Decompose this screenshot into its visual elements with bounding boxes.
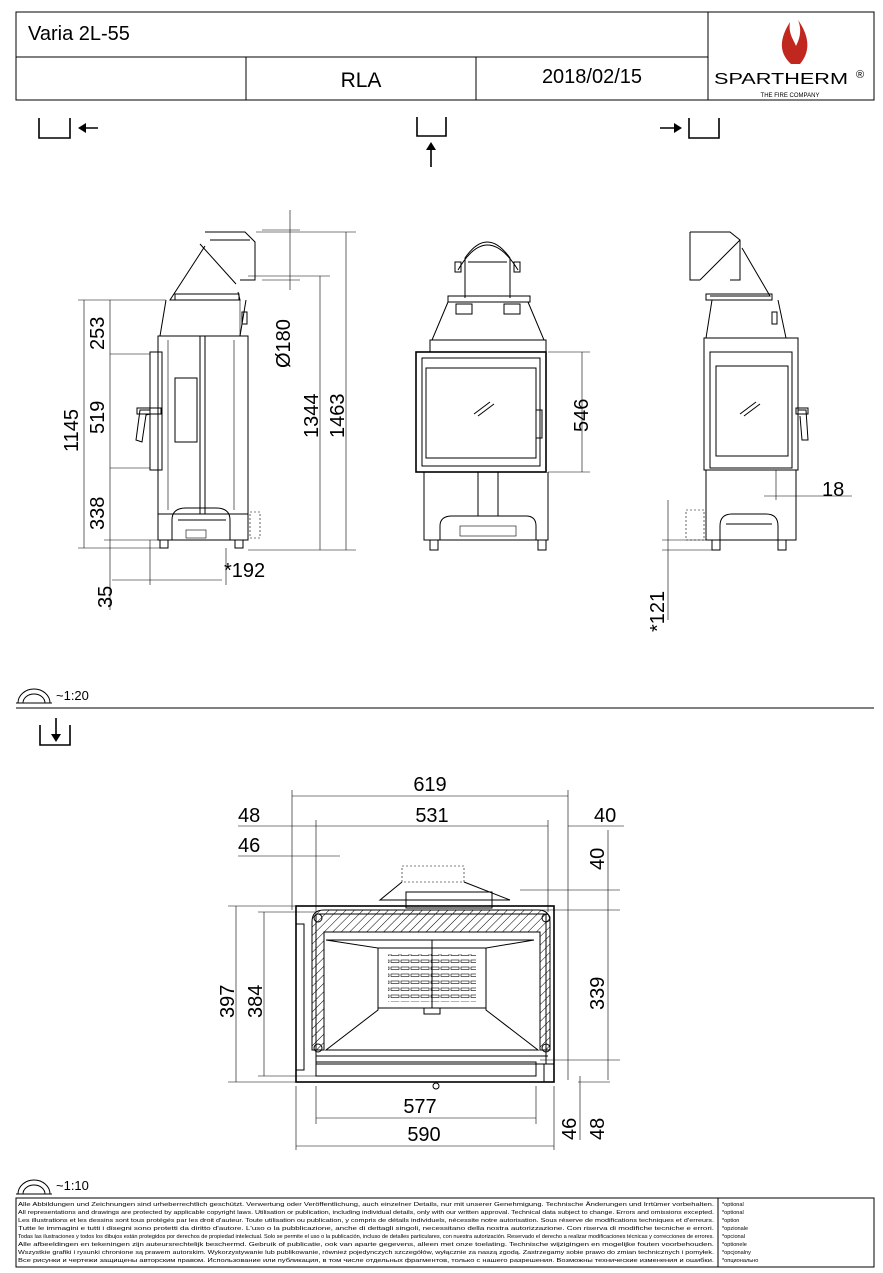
dim-619: 619 [413,774,446,796]
height-dimension-lines [225,210,356,585]
optional-note: *optionele [722,1242,747,1248]
dim-46-top: 46 [238,835,260,857]
brand-registered-mark: ® [856,69,864,81]
optional-note: *opcjonalny [722,1250,751,1256]
model-name: Varia 2L-55 [28,23,130,45]
dim-121: *121 [647,591,669,632]
front-dimension-lines [548,351,590,473]
disclaimer-line: Все рисунки и чертежи защищены авторским… [18,1258,715,1264]
optional-note: *optional [722,1210,744,1216]
dim-1145: 1145 [61,409,83,452]
disclaimer-line: Les illustrations et les dessins sont to… [18,1218,715,1224]
view-from-right-icon [660,118,720,139]
side-view-right [685,231,809,551]
view-from-top-icon [39,718,71,746]
dim-1344: 1344 [301,394,323,439]
elevation-scale: ~1:20 [56,688,89,703]
dim-1463: 1463 [327,394,349,439]
disclaimer-line: Tutte le immagini e tutti i disegni sono… [18,1226,715,1232]
side-view-left [135,231,261,549]
dim-546: 546 [571,399,593,432]
right-dimension-lines [662,470,852,620]
front-view [415,241,549,551]
dim-590: 590 [407,1124,440,1146]
dim-18: 18 [822,479,844,501]
dim-40-side: 40 [587,848,609,870]
optional-note: *опционально [722,1258,758,1264]
scale-ruler-icon [16,688,52,704]
dim-40-top: 40 [594,805,616,827]
plan-dimension-lines [228,790,624,1150]
dim-flue-diameter: Ø180 [273,319,295,368]
dim-48-top: 48 [238,805,260,827]
optional-note: *option [722,1218,739,1224]
disclaimer-line: Alle Abbildungen und Zeichnungen sind ur… [18,1201,715,1208]
optional-note: *opzionale [722,1226,748,1232]
dim-384: 384 [245,985,267,1018]
view-from-front-icon [416,117,447,167]
dim-339: 339 [587,977,609,1010]
optional-note: *opcional [722,1234,745,1240]
brand-tagline: THE FIRE COMPANY [761,93,820,99]
disclaimer-block: Alle Abbildungen und Zeichnungen sind ur… [15,1197,875,1268]
drawing-date: 2018/02/15 [542,66,642,88]
variant-code: RLA [341,69,382,92]
scale-ruler-icon-plan [16,1179,52,1195]
dim-531: 531 [415,805,448,827]
view-from-left-icon [38,118,98,139]
optional-note: *optional [722,1202,744,1208]
dim-338: 338 [87,497,109,530]
disclaimer-line: Alle afbeeldingen en tekeningen zijn aut… [18,1242,715,1248]
title-block: Varia 2L-55 RLA 2018/02/15 [15,11,875,101]
dim-48-bottom: 48 [587,1118,609,1140]
disclaimer-line: All representations and drawings are pro… [18,1210,715,1216]
dim-577: 577 [403,1096,436,1118]
brand-name: SPARTHERM [714,71,848,88]
dim-192: *192 [224,560,265,582]
dim-35: 35 [95,586,117,608]
plan-view [295,865,555,1090]
flame-icon [781,20,808,64]
dim-519: 519 [87,401,109,434]
dim-46-bottom: 46 [559,1118,581,1140]
left-dimension-lines [78,299,222,610]
dim-397: 397 [217,985,239,1018]
disclaimer-line: Todas las ilustraciones y todos los dibu… [18,1234,714,1240]
plan-scale: ~1:10 [56,1178,89,1193]
brand-logo: SPARTHERM ® THE FIRE COMPANY [714,20,864,99]
dim-253: 253 [87,317,109,350]
disclaimer-line: Wszystkie grafiki i rysunki chronione są… [18,1250,715,1256]
